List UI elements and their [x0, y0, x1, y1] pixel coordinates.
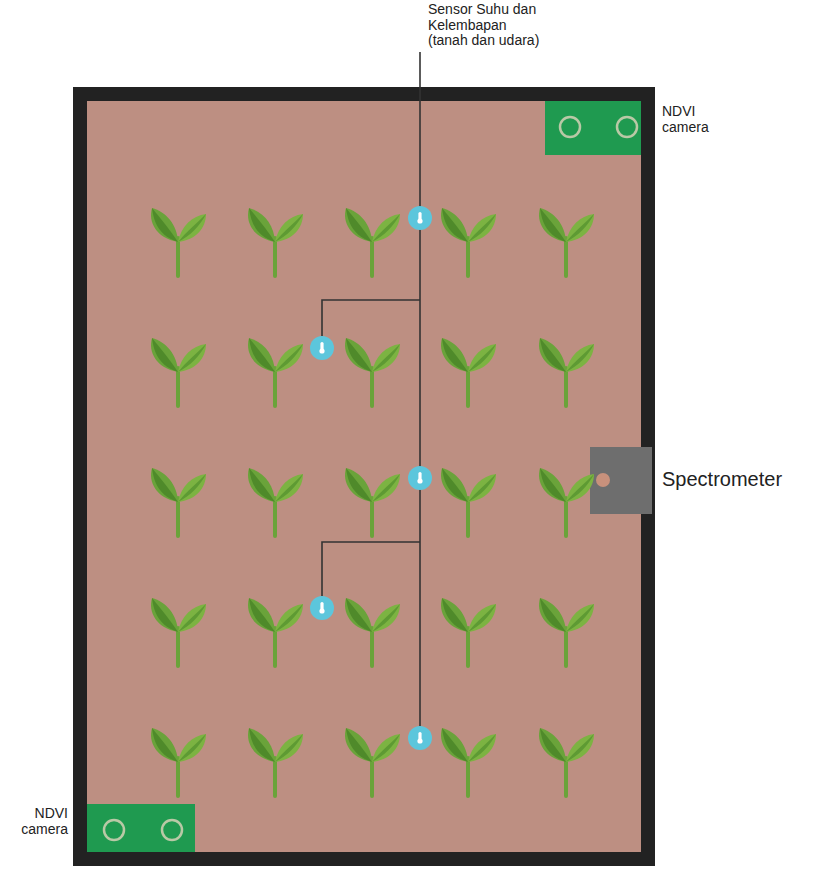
plant [539, 338, 594, 406]
spectrometer [590, 447, 652, 514]
field-frame [80, 94, 648, 859]
camera-label: NDVI camera [6, 806, 68, 837]
plant [345, 338, 400, 406]
plant [441, 338, 496, 406]
sensor-wire [322, 52, 420, 726]
ndvi-camera [87, 804, 195, 852]
spectrometer-label: Spectrometer [662, 468, 807, 490]
plant [151, 208, 206, 276]
plant [539, 208, 594, 276]
plant [248, 598, 303, 666]
plant [539, 728, 594, 796]
plant [248, 338, 303, 406]
plant-grid [151, 208, 594, 796]
plant [345, 468, 400, 536]
plant [248, 728, 303, 796]
plant [151, 468, 206, 536]
plant [345, 208, 400, 276]
plant [248, 208, 303, 276]
plant [441, 728, 496, 796]
plant [539, 598, 594, 666]
plant [441, 208, 496, 276]
ndvi-camera [545, 101, 641, 155]
plant [345, 728, 400, 796]
plant [151, 338, 206, 406]
camera-label: NDVI camera [662, 104, 732, 135]
plant [248, 468, 303, 536]
plant [539, 468, 594, 536]
plant [151, 598, 206, 666]
plant [345, 598, 400, 666]
plant [441, 468, 496, 536]
sensor [310, 206, 432, 750]
plant [151, 728, 206, 796]
plant [441, 598, 496, 666]
sensor-label: Sensor Suhu dan Kelembapan (tanah dan ud… [428, 2, 546, 49]
